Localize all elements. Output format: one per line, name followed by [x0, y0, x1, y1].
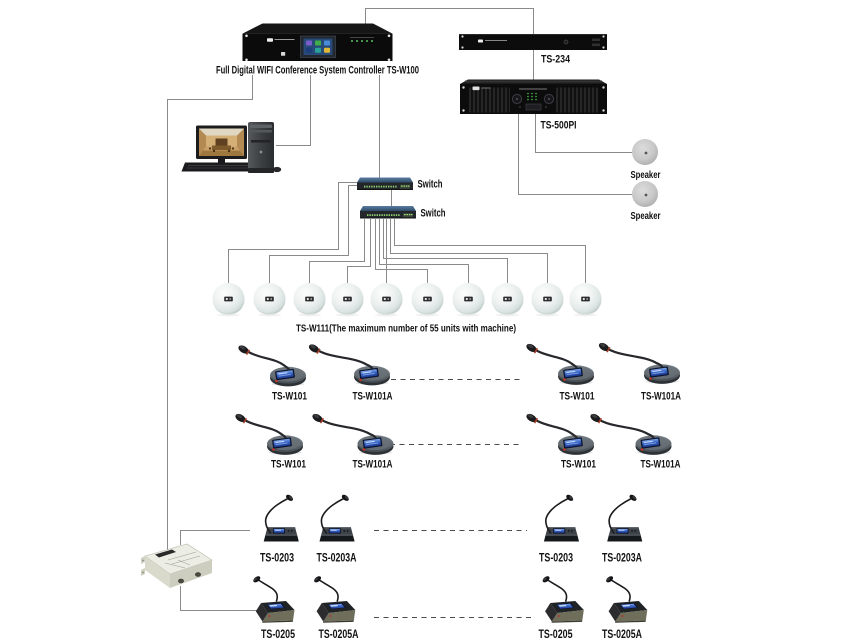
svg-text:TS-0203: TS-0203 [260, 551, 294, 565]
svg-text:TS-0205: TS-0205 [539, 627, 573, 640]
svg-text:TS-0205A: TS-0205A [319, 627, 359, 640]
svg-text:Switch: Switch [421, 208, 446, 220]
svg-text:TS-W101A: TS-W101A [641, 459, 681, 471]
svg-text:TS-W101A: TS-W101A [353, 459, 393, 471]
svg-text:TS-W101A: TS-W101A [641, 391, 681, 403]
svg-text:TS-0205: TS-0205 [261, 627, 295, 640]
svg-text:TS-0203: TS-0203 [539, 551, 573, 565]
svg-text:TS-W101: TS-W101 [271, 459, 306, 471]
svg-text:Switch: Switch [418, 179, 443, 191]
svg-text:TS-234: TS-234 [541, 54, 571, 66]
svg-text:Speaker: Speaker [631, 210, 661, 222]
svg-text:TS-W101A: TS-W101A [353, 391, 393, 403]
svg-text:Speaker: Speaker [631, 169, 661, 181]
svg-text:TS-W101: TS-W101 [272, 391, 307, 403]
svg-text:TS-500PI: TS-500PI [541, 120, 577, 132]
svg-text:TS-W101: TS-W101 [560, 391, 595, 403]
svg-text:TS-0203A: TS-0203A [602, 551, 642, 565]
svg-text:TS-0205A: TS-0205A [602, 627, 642, 640]
svg-text:Full Digital WIFI Conference S: Full Digital WIFI Conference System Cont… [216, 65, 419, 77]
svg-text:TS-W111(The maximum number of: TS-W111(The maximum number of 55 units w… [296, 323, 516, 335]
svg-text:TS-0203A: TS-0203A [317, 551, 357, 565]
svg-text:TS-W101: TS-W101 [561, 459, 596, 471]
